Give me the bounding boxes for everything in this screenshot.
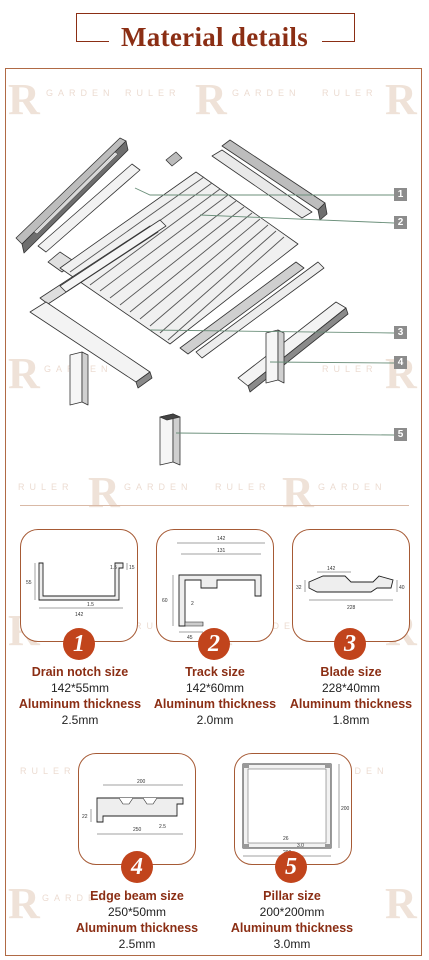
detail-thickness-label: Aluminum thickness	[153, 697, 277, 711]
track-profile-drawing	[172, 542, 265, 633]
detail-number-badge: 3	[334, 628, 366, 660]
blade-dim-labels: 142 32 40 228	[296, 566, 405, 611]
pillar-dim-labels: 200 200 3.0 26	[283, 806, 350, 856]
pillar-profile-drawing	[242, 763, 340, 857]
dim-inner: 131	[217, 548, 226, 554]
detail-size: 250*50mm	[107, 905, 167, 919]
detail-thickness: 2.5mm	[118, 937, 156, 951]
detail-spec-blade: Blade size 228*40mm Aluminum thickness 1…	[276, 664, 426, 728]
detail-thickness: 2.0mm	[196, 713, 234, 727]
watermark-mark: R	[385, 75, 417, 124]
page-title: Material details	[121, 22, 308, 52]
drain-notch-dim-labels: 55 142 1.5 15 1.5	[26, 565, 135, 618]
detail-size: 200*200mm	[259, 905, 325, 919]
detail-thickness-label: Aluminum thickness	[289, 697, 413, 711]
dim-width: 142	[217, 536, 226, 542]
dim-height: 22	[82, 814, 88, 820]
detail-thickness: 2.5mm	[61, 713, 99, 727]
watermark-text: GARDEN	[318, 482, 387, 492]
dim-wall: 1.5	[87, 602, 94, 608]
watermark-mark: R	[385, 879, 417, 928]
callout-5: 5	[394, 428, 407, 441]
watermark-text: RULER	[20, 766, 76, 776]
dim-width: 250	[133, 827, 142, 833]
dim-height: 60	[162, 598, 168, 604]
header-line-right	[322, 41, 355, 42]
detail-number-badge: 4	[121, 851, 153, 883]
detail-size: 142*60mm	[185, 681, 245, 695]
watermark-text: RULER	[125, 88, 181, 98]
blade-profile-drawing	[304, 571, 398, 601]
edge-beam-profile-drawing	[90, 784, 184, 835]
detail-title: Drain notch size	[31, 665, 129, 679]
detail-number-badge: 5	[275, 851, 307, 883]
dim-height: 40	[399, 585, 405, 591]
dim-width: 228	[347, 605, 356, 611]
watermark-text: RULER	[215, 482, 271, 492]
dim-top: 142	[327, 566, 336, 572]
dim-height: 55	[26, 580, 32, 586]
callout-1: 1	[394, 188, 407, 201]
watermark-mark: R	[8, 349, 40, 398]
detail-card-track: 142 131 60 2 45	[156, 529, 274, 642]
dim-wall: 3.0	[297, 843, 304, 849]
detail-title: Blade size	[320, 665, 382, 679]
detail-thickness: 3.0mm	[273, 937, 311, 951]
detail-spec-edge-beam: Edge beam size 250*50mm Aluminum thickne…	[60, 888, 214, 952]
detail-thickness: 1.8mm	[332, 713, 370, 727]
watermark-text: GARDEN	[42, 893, 111, 903]
watermark-text: GARDEN	[46, 88, 115, 98]
drain-notch-profile-drawing	[34, 562, 128, 609]
detail-spec-pillar: Pillar size 200*200mm Aluminum thickness…	[216, 888, 368, 952]
detail-title: Edge beam size	[90, 889, 184, 903]
section-divider	[20, 505, 409, 506]
content-frame	[5, 68, 422, 956]
detail-number-badge: 1	[63, 628, 95, 660]
callout-4: 4	[394, 356, 407, 369]
detail-card-edge-beam: 200 22 250 2.5	[78, 753, 196, 865]
detail-size: 228*40mm	[321, 681, 381, 695]
detail-size: 142*55mm	[50, 681, 110, 695]
watermark-mark: R	[282, 468, 314, 517]
watermark-text: RULER	[322, 364, 378, 374]
watermark-mark: R	[8, 75, 40, 124]
header-line-top	[76, 13, 355, 14]
header-line-top-left	[76, 13, 77, 42]
watermark-text: GARDEN	[232, 88, 301, 98]
edge-beam-dim-labels: 200 22 250 2.5	[82, 779, 166, 833]
detail-card-blade: 142 32 40 228	[292, 529, 410, 642]
dim-top: 200	[137, 779, 146, 785]
dim-left: 32	[296, 585, 302, 591]
detail-spec-drain-notch: Drain notch size 142*55mm Aluminum thick…	[2, 664, 158, 728]
detail-card-pillar: 200 200 3.0 26	[234, 753, 352, 865]
detail-card-drain-notch: 55 142 1.5 15 1.5	[20, 529, 138, 642]
dim-lip-2: 15	[129, 565, 135, 571]
watermark-text: GARDEN	[124, 482, 193, 492]
dim-wall: 2	[191, 601, 194, 607]
header-line-top-right	[354, 13, 355, 42]
dim-wall: 2.5	[159, 824, 166, 830]
detail-thickness-label: Aluminum thickness	[75, 921, 199, 935]
dim-width: 142	[75, 612, 84, 618]
watermark-mark: R	[195, 75, 227, 124]
callout-3: 3	[394, 326, 407, 339]
dim-lip: 1.5	[110, 565, 117, 571]
watermark-mark: R	[8, 879, 40, 928]
detail-title: Pillar size	[263, 889, 321, 903]
header-line-left	[76, 41, 109, 42]
detail-thickness-label: Aluminum thickness	[18, 697, 142, 711]
exploded-view-diagram	[15, 137, 395, 466]
watermark-text: RULER	[322, 88, 378, 98]
dim-height: 200	[341, 806, 350, 812]
watermark-mark: R	[88, 468, 120, 517]
detail-number-badge: 2	[198, 628, 230, 660]
detail-spec-track: Track size 142*60mm Aluminum thickness 2…	[139, 664, 291, 728]
detail-thickness-label: Aluminum thickness	[230, 921, 354, 935]
dim-inner: 26	[283, 836, 289, 842]
detail-title: Track size	[185, 665, 245, 679]
callout-2: 2	[394, 216, 407, 229]
watermark-text: RULER	[18, 482, 74, 492]
dim-base: 45	[187, 635, 193, 641]
track-dim-labels: 142 131 60 2 45	[162, 536, 226, 641]
